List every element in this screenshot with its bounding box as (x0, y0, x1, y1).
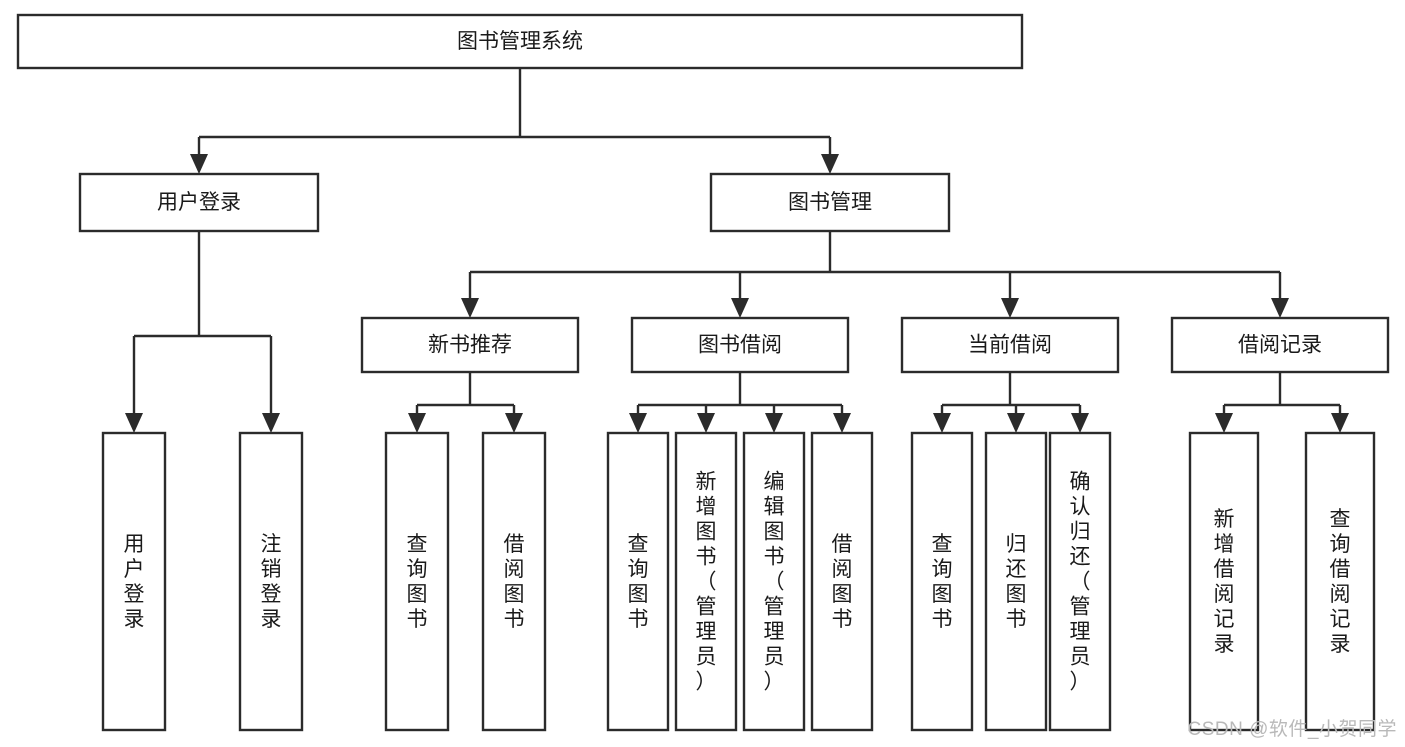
arrow-head (1071, 413, 1089, 433)
node-book-borrow[interactable]: 图书借阅 (630, 316, 850, 374)
arrow-head (125, 413, 143, 433)
node-label-leaf-query-book-2: 查询图书 (628, 533, 649, 631)
node-box-leaf-query-book-2[interactable] (606, 431, 670, 732)
node-box-leaf-confirm-return[interactable] (1048, 431, 1112, 732)
node-leaf-query-record[interactable]: 查询借阅记录 (1304, 431, 1376, 732)
node-leaf-logout[interactable]: 注销登录 (238, 431, 304, 732)
node-label-leaf-logout: 注销登录 (261, 533, 282, 631)
node-label-leaf-query-book-1: 查询图书 (407, 533, 428, 631)
edge-group-borrow-record (1215, 372, 1349, 433)
node-leaf-add-book[interactable]: 新增图书（管理员） (674, 431, 738, 732)
node-label-leaf-edit-book: 编辑图书（管理员） (764, 471, 785, 694)
node-box-current-borrow[interactable] (900, 316, 1120, 374)
arrow-head (408, 413, 426, 433)
node-box-user-login[interactable] (78, 172, 320, 233)
node-leaf-user-login[interactable]: 用户登录 (101, 431, 167, 732)
arrow-head (190, 154, 208, 174)
node-label-borrow-record: 借阅记录 (1238, 334, 1322, 357)
node-box-leaf-query-record[interactable] (1304, 431, 1376, 732)
node-box-leaf-borrow-book-2[interactable] (810, 431, 874, 732)
arrow-head (1007, 413, 1025, 433)
node-box-borrow-record[interactable] (1170, 316, 1390, 374)
edge-group-new-book-rec (408, 372, 523, 433)
arrow-head (1001, 298, 1019, 318)
arrow-head (765, 413, 783, 433)
arrow-head (833, 413, 851, 433)
node-box-leaf-borrow-book-1[interactable] (481, 431, 547, 732)
node-leaf-borrow-book-1[interactable]: 借阅图书 (481, 431, 547, 732)
arrow-head (1215, 413, 1233, 433)
node-box-leaf-return-book[interactable] (984, 431, 1048, 732)
node-label-leaf-return-book: 归还图书 (1006, 533, 1027, 631)
node-label-leaf-add-book: 新增图书（管理员） (696, 471, 717, 694)
node-label-book-manage: 图书管理 (788, 191, 872, 214)
arrow-head (933, 413, 951, 433)
node-box-new-book-rec[interactable] (360, 316, 580, 374)
node-leaf-query-book-2[interactable]: 查询图书 (606, 431, 670, 732)
node-box-book-manage[interactable] (709, 172, 951, 233)
edge-group-root (190, 68, 839, 174)
node-new-book-rec[interactable]: 新书推荐 (360, 316, 580, 374)
node-label-leaf-add-record: 新增借阅记录 (1214, 508, 1235, 656)
node-box-root[interactable] (16, 13, 1024, 70)
node-current-borrow[interactable]: 当前借阅 (900, 316, 1120, 374)
node-leaf-query-book-3[interactable]: 查询图书 (910, 431, 974, 732)
node-label-leaf-borrow-book-1: 借阅图书 (504, 533, 525, 631)
arrow-head (821, 154, 839, 174)
connector-layer (125, 68, 1349, 433)
node-leaf-edit-book[interactable]: 编辑图书（管理员） (742, 431, 806, 732)
node-label-new-book-rec: 新书推荐 (428, 334, 512, 357)
edge-group-book-manage (461, 231, 1289, 318)
arrow-head (629, 413, 647, 433)
node-borrow-record[interactable]: 借阅记录 (1170, 316, 1390, 374)
node-label-root: 图书管理系统 (457, 30, 583, 53)
edge-group-current-borrow (933, 372, 1089, 433)
node-box-leaf-query-book-3[interactable] (910, 431, 974, 732)
node-user-login[interactable]: 用户登录 (78, 172, 320, 233)
node-leaf-confirm-return[interactable]: 确认归还（管理员） (1048, 431, 1112, 732)
csdn-watermark: CSDN @软件_小贺同学 (1187, 719, 1397, 740)
arrow-head (1331, 413, 1349, 433)
node-label-current-borrow: 当前借阅 (968, 334, 1052, 357)
edge-group-user-login (125, 231, 280, 433)
arrow-head (697, 413, 715, 433)
arrow-head (1271, 298, 1289, 318)
node-box-leaf-add-book[interactable] (674, 431, 738, 732)
node-label-leaf-confirm-return: 确认归还（管理员） (1070, 471, 1091, 694)
arrow-head (262, 413, 280, 433)
node-label-user-login: 用户登录 (157, 191, 241, 214)
edge-group-book-borrow (629, 372, 851, 433)
node-label-book-borrow: 图书借阅 (698, 334, 782, 357)
node-leaf-query-book-1[interactable]: 查询图书 (384, 431, 450, 732)
node-label-leaf-query-book-3: 查询图书 (932, 533, 953, 631)
node-box-leaf-add-record[interactable] (1188, 431, 1260, 732)
node-box-leaf-user-login[interactable] (101, 431, 167, 732)
node-book-manage[interactable]: 图书管理 (709, 172, 951, 233)
arrow-head (505, 413, 523, 433)
node-box-book-borrow[interactable] (630, 316, 850, 374)
node-leaf-borrow-book-2[interactable]: 借阅图书 (810, 431, 874, 732)
arrow-head (731, 298, 749, 318)
node-leaf-return-book[interactable]: 归还图书 (984, 431, 1048, 732)
arrow-head (461, 298, 479, 318)
node-label-leaf-query-record: 查询借阅记录 (1330, 508, 1351, 656)
node-box-leaf-logout[interactable] (238, 431, 304, 732)
node-box-leaf-query-book-1[interactable] (384, 431, 450, 732)
node-leaf-add-record[interactable]: 新增借阅记录 (1188, 431, 1260, 732)
node-box-leaf-edit-book[interactable] (742, 431, 806, 732)
node-layer: 图书管理系统用户登录图书管理新书推荐图书借阅当前借阅借阅记录用户登录注销登录查询… (16, 13, 1390, 732)
node-root[interactable]: 图书管理系统 (16, 13, 1024, 70)
node-label-leaf-user-login: 用户登录 (124, 533, 145, 631)
node-label-leaf-borrow-book-2: 借阅图书 (832, 533, 853, 631)
